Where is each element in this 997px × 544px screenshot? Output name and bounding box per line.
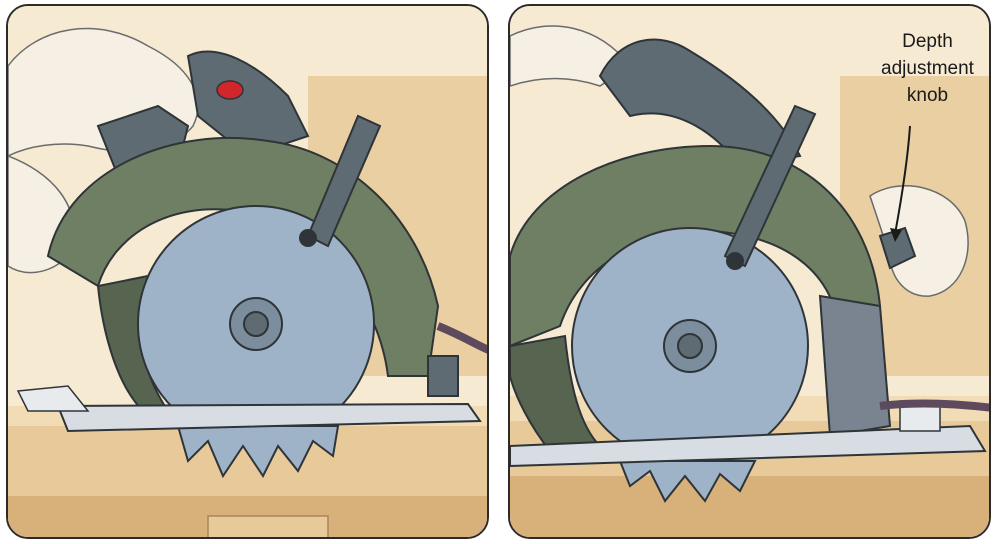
callout-line-1: Depth <box>870 28 985 55</box>
depth-adjustment-knob-label: Depth adjustment knob <box>870 28 985 109</box>
power-light <box>217 81 243 99</box>
arbor-nut <box>678 334 702 358</box>
panel-saw-shallow-depth: Depth adjustment knob <box>508 4 991 539</box>
table-leg <box>208 516 328 539</box>
arbor-nut <box>244 312 268 336</box>
motor-housing <box>820 296 890 436</box>
callout-line-3: knob <box>870 82 985 109</box>
workbench-edge <box>510 476 991 539</box>
circular-saw-illustration <box>8 6 489 539</box>
panel-saw-full-depth <box>6 4 489 539</box>
callout-line-2: adjustment <box>870 55 985 82</box>
power-cord <box>880 403 991 408</box>
